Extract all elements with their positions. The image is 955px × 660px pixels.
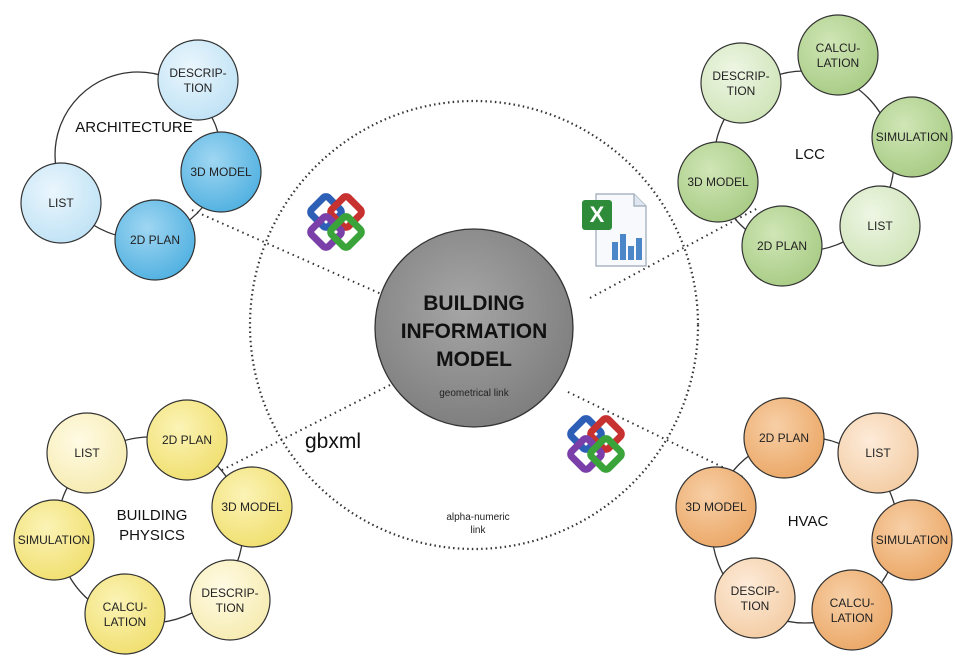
- bim-title-line2: INFORMATION: [401, 320, 548, 343]
- svg-text:LATION: LATION: [817, 56, 859, 70]
- svg-text:LIST: LIST: [867, 219, 893, 233]
- hvac-node-description[interactable]: DESCIP- TION: [714, 557, 796, 639]
- bim-boundary-circle: [248, 99, 700, 551]
- bim-core[interactable]: BUILDING INFORMATION MODEL geometrical l…: [374, 228, 574, 428]
- physics-node-description[interactable]: DESCRIP- TION: [189, 559, 271, 641]
- svg-text:LIST: LIST: [74, 446, 100, 460]
- architecture-cluster: ARCHITECTURE DESCRIP- TION 3D MODEL LIST…: [20, 39, 262, 281]
- lcc-title: LCC: [795, 146, 825, 163]
- lcc-node-list[interactable]: LIST: [839, 185, 921, 267]
- bim-title-line3: MODEL: [436, 348, 512, 371]
- building-physics-cluster: BUILDING PHYSICS LIST 2D PLAN 3D MODEL S…: [13, 399, 293, 655]
- building-physics-title-line2: PHYSICS: [119, 527, 185, 544]
- svg-text:LIST: LIST: [48, 196, 74, 210]
- svg-text:DESCRIP-: DESCRIP-: [169, 66, 226, 80]
- svg-text:SIMULATION: SIMULATION: [876, 130, 948, 144]
- bim-title-line1: BUILDING: [423, 292, 525, 315]
- lcc-node-simulation[interactable]: SIMULATION: [871, 96, 953, 178]
- alpha-numeric-label-line1: alpha-numeric: [446, 512, 509, 523]
- svg-text:TION: TION: [216, 601, 245, 615]
- architecture-node-description[interactable]: DESCRIP- TION: [157, 39, 239, 121]
- lcc-cluster: LCC DESCRIP- TION CALCU- LATION SIMULATI…: [677, 14, 953, 287]
- excel-file-icon: X: [582, 193, 647, 267]
- gbxml-label: gbxml: [305, 430, 361, 453]
- svg-text:3D MODEL: 3D MODEL: [221, 500, 283, 514]
- svg-text:LATION: LATION: [831, 611, 873, 625]
- svg-text:SIMULATION: SIMULATION: [876, 533, 948, 547]
- lcc-node-description[interactable]: DESCRIP- TION: [700, 42, 782, 124]
- svg-text:LIST: LIST: [865, 446, 891, 460]
- svg-text:DESCIP-: DESCIP-: [731, 584, 780, 598]
- svg-text:TION: TION: [184, 81, 213, 95]
- hvac-node-list[interactable]: LIST: [837, 412, 919, 494]
- hvac-node-simulation[interactable]: SIMULATION: [871, 499, 953, 581]
- svg-text:SIMULATION: SIMULATION: [18, 533, 90, 547]
- svg-text:CALCU-: CALCU-: [816, 41, 861, 55]
- svg-text:CALCU-: CALCU-: [103, 600, 148, 614]
- physics-node-list[interactable]: LIST: [46, 412, 128, 494]
- svg-text:3D MODEL: 3D MODEL: [687, 175, 749, 189]
- svg-text:X: X: [590, 202, 605, 227]
- connection-lines: [191, 207, 759, 479]
- physics-node-3d-model[interactable]: 3D MODEL: [211, 466, 293, 548]
- physics-node-2d-plan[interactable]: 2D PLAN: [146, 399, 228, 481]
- svg-text:DESCRIP-: DESCRIP-: [712, 69, 769, 83]
- physics-node-calculation[interactable]: CALCU- LATION: [84, 573, 166, 655]
- building-physics-title-line1: BUILDING: [117, 507, 188, 524]
- svg-text:2D PLAN: 2D PLAN: [757, 239, 807, 253]
- ifc-logo-icon: [307, 193, 365, 251]
- hvac-title: HVAC: [788, 513, 829, 530]
- svg-text:3D MODEL: 3D MODEL: [685, 500, 747, 514]
- lcc-node-2d-plan[interactable]: 2D PLAN: [741, 205, 823, 287]
- hvac-cluster: HVAC 2D PLAN LIST 3D MODEL SIMULATION DE…: [675, 397, 953, 651]
- architecture-node-3d-model[interactable]: 3D MODEL: [180, 131, 262, 213]
- architecture-node-2d-plan[interactable]: 2D PLAN: [114, 199, 196, 281]
- svg-text:LATION: LATION: [104, 615, 146, 629]
- geometrical-link-label: geometrical link: [439, 388, 509, 399]
- alpha-numeric-label-line2: link: [470, 525, 486, 536]
- ifc-logo-icon-2: [567, 415, 625, 473]
- svg-text:CALCU-: CALCU-: [830, 596, 875, 610]
- svg-text:2D PLAN: 2D PLAN: [759, 431, 809, 445]
- hvac-node-calculation[interactable]: CALCU- LATION: [811, 569, 893, 651]
- lcc-node-calculation[interactable]: CALCU- LATION: [797, 14, 879, 96]
- svg-text:2D PLAN: 2D PLAN: [130, 233, 180, 247]
- architecture-node-list[interactable]: LIST: [20, 162, 102, 244]
- svg-text:2D PLAN: 2D PLAN: [162, 433, 212, 447]
- lcc-node-3d-model[interactable]: 3D MODEL: [677, 141, 759, 223]
- svg-text:TION: TION: [727, 84, 756, 98]
- svg-text:TION: TION: [741, 599, 770, 613]
- svg-text:3D MODEL: 3D MODEL: [190, 165, 252, 179]
- architecture-title: ARCHITECTURE: [75, 119, 193, 136]
- hvac-node-3d-model[interactable]: 3D MODEL: [675, 466, 757, 548]
- svg-text:DESCRIP-: DESCRIP-: [201, 586, 258, 600]
- hvac-node-2d-plan[interactable]: 2D PLAN: [743, 397, 825, 479]
- physics-node-simulation[interactable]: SIMULATION: [13, 499, 95, 581]
